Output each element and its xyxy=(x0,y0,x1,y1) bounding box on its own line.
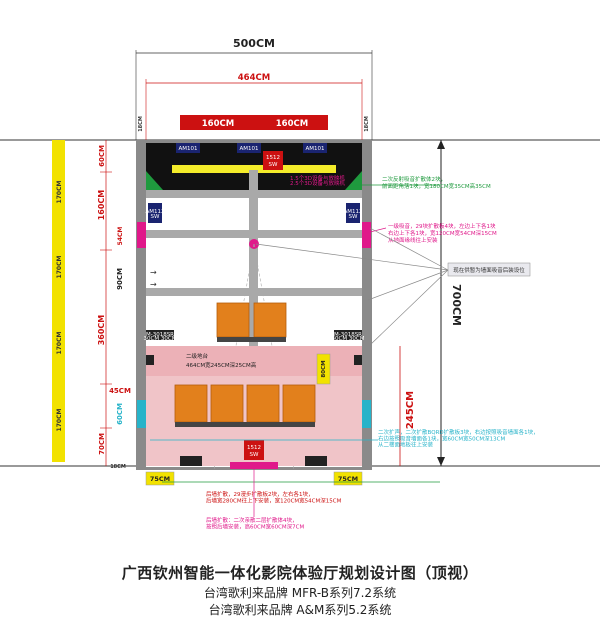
note-bottom-center: 后墙扩散，29漫步扩散板2块，左右各1块，后墙宽280CM往上下安装，宽120C… xyxy=(206,490,342,504)
right-dim-arrow-bottom xyxy=(437,457,445,466)
yellow-length-bar xyxy=(52,140,65,462)
speaker-front-left xyxy=(176,143,200,153)
speaker-side-right xyxy=(346,203,360,223)
inner-width-label: 464CM xyxy=(238,73,270,83)
plan-subtitle-2: 台湾歌利来品牌 A&M系列5.2系统 xyxy=(208,603,392,617)
callout-box-text: 现在供暂为墙面吸音后装设位 xyxy=(453,266,525,274)
speaker-surround-right xyxy=(354,355,362,365)
rear-zone-label: 245CM xyxy=(405,391,416,429)
speaker-rear-right xyxy=(305,456,327,466)
left-dim-60: 60CM xyxy=(98,145,106,167)
seat-front-dark-strip xyxy=(217,337,286,342)
left-dim-60b: 60CM xyxy=(116,403,124,425)
screen-surface xyxy=(172,165,336,173)
arrow-marker-2: → xyxy=(150,280,157,289)
speaker-mid-right xyxy=(334,330,362,340)
absorber-panel-right-1 xyxy=(362,222,371,248)
seat-rear-2 xyxy=(210,384,244,423)
dim-box-80 xyxy=(316,353,331,385)
speaker-front-center xyxy=(237,143,261,153)
riser-size: 464CM宽245CM深25CM高 xyxy=(186,361,257,369)
yellow-dim-1: 170CM xyxy=(56,181,63,204)
screen-bar xyxy=(180,115,328,130)
rear-absorber-panel xyxy=(230,462,278,469)
leader-grey-2 xyxy=(369,227,449,271)
speaker-rear-left xyxy=(180,456,202,466)
riser-label: 二级地台 xyxy=(186,352,209,360)
subwoofer-front-line1: 1512 xyxy=(266,155,280,161)
wall-dim-right: 18CM xyxy=(364,116,370,132)
yellow-dim-3: 170CM xyxy=(56,332,63,355)
speaker-surround-left xyxy=(146,355,154,365)
subwoofer-rear xyxy=(244,440,264,460)
screen-left-label: 160CM xyxy=(202,119,234,129)
speaker-mid-left xyxy=(146,330,174,340)
leader-grey-4 xyxy=(367,269,449,301)
speaker-front-right xyxy=(303,143,327,153)
speaker-front-left-label: AM101 xyxy=(178,146,197,152)
absorber-panel-left-1 xyxy=(137,222,146,248)
left-dim-70: 70CM xyxy=(98,433,106,455)
left-dim-45: 45CM xyxy=(109,387,131,395)
leader-grey-3 xyxy=(369,269,449,346)
plan-title: 广西钦州智能一体化影院体验厅规划设计图（顶视） xyxy=(121,564,479,582)
left-dim-360: 360CM xyxy=(97,315,106,346)
note-bottom-right: 二次扩声，二次扩散BQRD扩散板3块，右边按照吸音墙面各1块，右边按照吸音墙面各… xyxy=(378,428,539,449)
leader-magenta-mid xyxy=(361,227,387,235)
leader-grey-1 xyxy=(255,243,449,271)
total-length-label: 700CM xyxy=(450,284,463,326)
screen-right-label: 160CM xyxy=(276,119,308,129)
seat-rear-3 xyxy=(246,384,280,423)
seat-rear-4 xyxy=(282,384,316,423)
note-bottom-low: 后墙扩散：二次亲散二层扩散体4块，按照后墙安装，高60CM宽60CM深7CM xyxy=(206,516,305,530)
speaker-front-center-label: AM101 xyxy=(239,146,258,152)
subwoofer-front xyxy=(263,151,283,170)
speaker-front-right-label: AM101 xyxy=(305,146,324,152)
wall-dim-bottom: 18CM xyxy=(110,464,126,470)
plan-subtitle-1: 台湾歌利来品牌 MFR-B系列7.2系统 xyxy=(203,586,397,600)
speaker-side-left xyxy=(148,203,162,223)
seat-front-2 xyxy=(253,302,287,338)
arrow-marker-1: → xyxy=(150,268,157,277)
diffuser-panel-left xyxy=(137,400,146,428)
total-width-label: 500CM xyxy=(233,37,275,50)
yellow-dim-2: 170CM xyxy=(56,256,63,279)
callout-box xyxy=(447,262,531,277)
dim-75-left-label: 75CM xyxy=(150,475,170,483)
dim-80-label: 80CM xyxy=(321,360,327,377)
diffuser-panel-right xyxy=(362,400,371,428)
note-top-right: 二次反射吸音扩散体2块，前面距角落1块，宽180CM宽35CM高35CM xyxy=(382,175,491,190)
yellow-dim-4: 170CM xyxy=(56,409,63,432)
left-dim-90: 90CM xyxy=(116,268,124,290)
subwoofer-rear-line1: 1512 xyxy=(247,445,261,451)
dim-75-right-label: 75CM xyxy=(338,475,358,483)
seat-rear-dark-strip xyxy=(175,422,315,427)
note-mid-right: 一级吸音，29块扩散板4块，左边上下各1块右边上下各1块，宽120CM宽54CM… xyxy=(388,222,497,244)
left-dim-54: 54CM xyxy=(117,227,124,246)
subwoofer-rear-line2: SW xyxy=(250,452,259,458)
seat-front-1 xyxy=(216,302,250,338)
beam-vertical-center xyxy=(249,170,258,390)
wall-dim-left: 18CM xyxy=(138,116,144,132)
seat-rear-1 xyxy=(174,384,208,423)
subwoofer-front-line2: SW xyxy=(269,162,278,168)
right-dim-arrow-top xyxy=(437,140,445,149)
left-dim-160: 160CM xyxy=(97,190,106,221)
corner-bass-trap-left xyxy=(146,171,163,190)
